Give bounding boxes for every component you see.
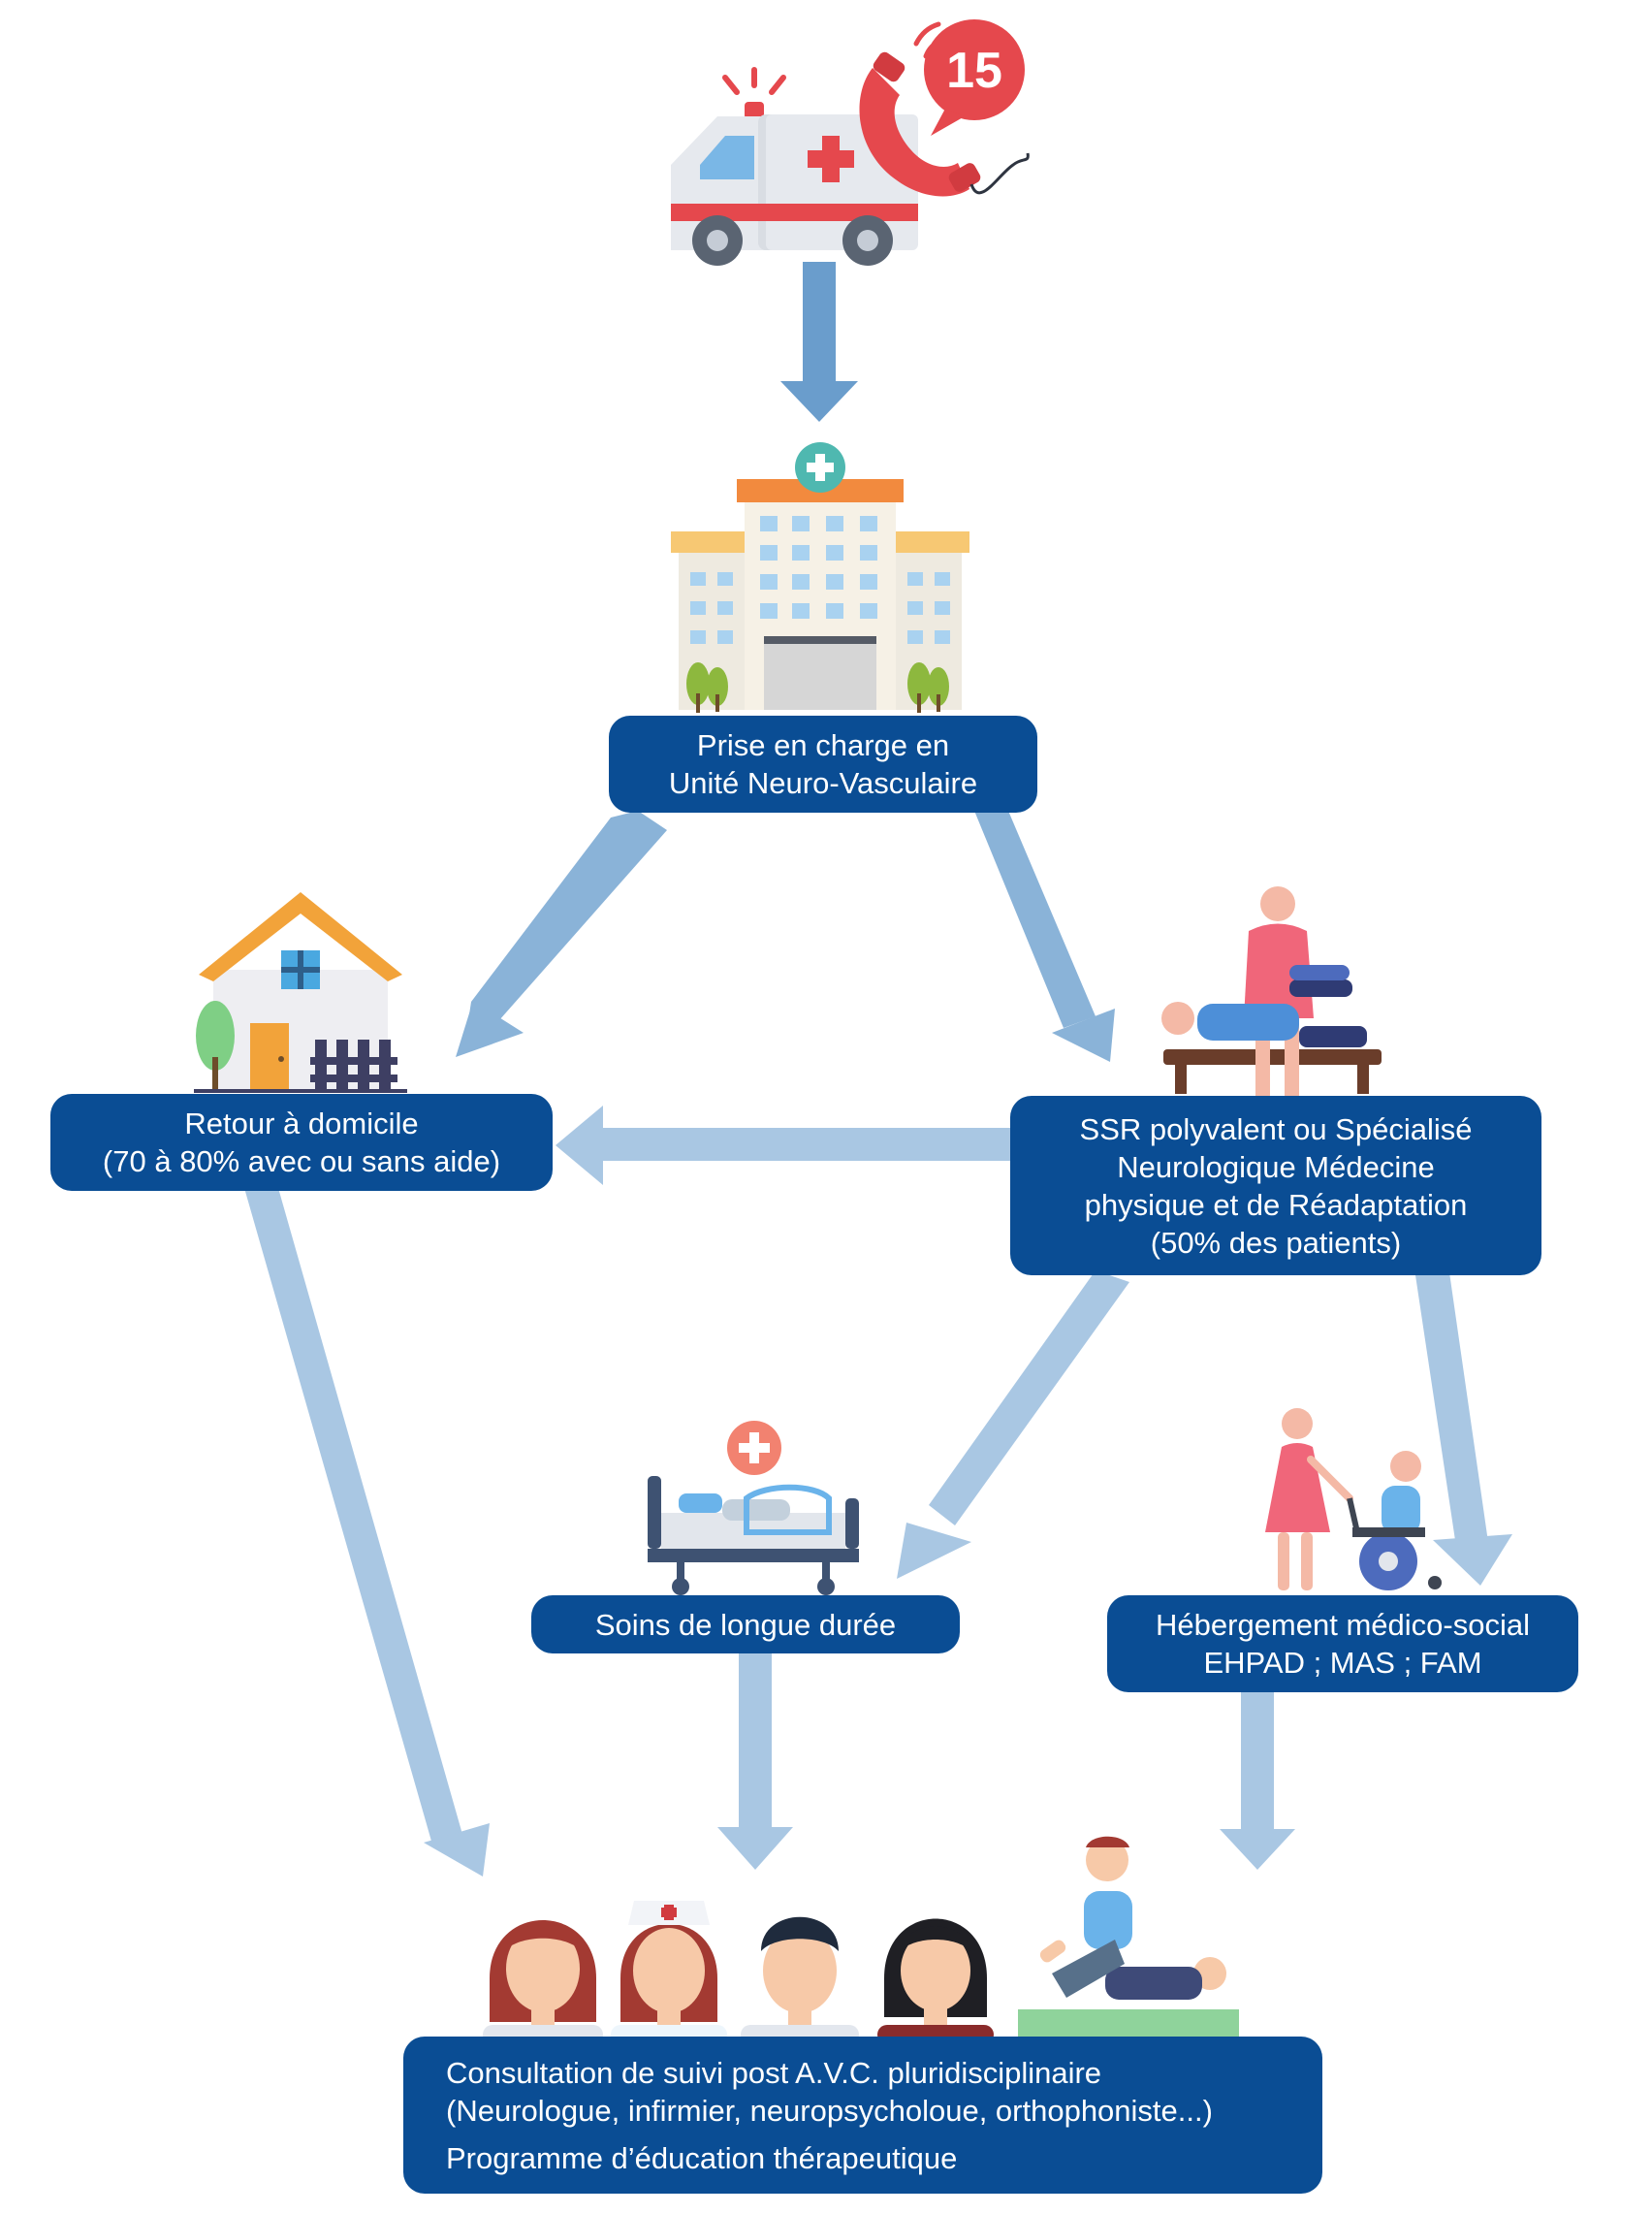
arrow-ssr-to-housing — [1415, 1272, 1512, 1586]
housing-line-1: Hébergement médico-social — [1156, 1608, 1530, 1642]
neuropsychologist-icon — [741, 1916, 859, 2044]
speech-therapist-icon — [877, 1918, 994, 2044]
home-line-1: Retour à domicile — [184, 1107, 419, 1140]
arrow-unv-to-ssr — [974, 811, 1115, 1062]
house-icon — [194, 892, 407, 1093]
emergency-number-badge: 15 — [924, 19, 1025, 136]
arrow-housing-to-followup — [1220, 1685, 1295, 1870]
long-term-care-box: Soins de longue durée — [531, 1595, 960, 1653]
followup-line-2: (Neurologue, infirmier, neuropsycholoue,… — [446, 2093, 1213, 2128]
arrow-longterm-to-followup — [717, 1647, 793, 1870]
emergency-number: 15 — [946, 43, 1002, 99]
physiotherapy-icon — [1161, 886, 1382, 1101]
followup-box: Consultation de suivi post A.V.C. plurid… — [403, 2037, 1322, 2194]
arrow-unv-to-home — [456, 811, 667, 1057]
arrow-ssr-to-home — [556, 1106, 1013, 1185]
home-box: Retour à domicile (70 à 80% avec ou sans… — [50, 1094, 553, 1191]
arrow-ssr-to-longterm — [897, 1270, 1129, 1579]
hospital-bed-icon — [648, 1421, 859, 1595]
ssr-line-3: physique et de Réadaptation — [1084, 1187, 1468, 1222]
physiotherapist-patient-icon — [1018, 1836, 1239, 2044]
ssr-line-4: (50% des patients) — [1150, 1225, 1402, 1260]
housing-line-2: EHPAD ; MAS ; FAM — [1203, 1646, 1482, 1680]
followup-line-1: Consultation de suivi post A.V.C. plurid… — [446, 2055, 1102, 2090]
long-term-care-line-1: Soins de longue durée — [594, 1607, 897, 1642]
doctor-icon — [483, 1920, 603, 2046]
caregiver-wheelchair-icon — [1265, 1408, 1442, 1590]
arrow-ambulance-to-hospital — [780, 262, 858, 422]
arrows — [244, 262, 1512, 1877]
followup-extra: Programme d’éducation thérapeutique — [446, 2140, 958, 2175]
medical-team-icon — [483, 1836, 1239, 2046]
ssr-line-1: SSR polyvalent ou Spécialisé — [1079, 1111, 1473, 1146]
home-line-2: (70 à 80% avec ou sans aide) — [102, 1144, 501, 1178]
unv-line-2: Unité Neuro-Vasculaire — [668, 766, 978, 800]
unv-box: Prise en charge en Unité Neuro-Vasculair… — [609, 716, 1037, 813]
nurse-icon — [611, 1901, 727, 2044]
housing-box: Hébergement médico-social EHPAD ; MAS ; … — [1107, 1595, 1578, 1692]
arrow-home-to-followup — [244, 1188, 490, 1877]
hospital-icon — [671, 442, 969, 713]
unv-line-1: Prise en charge en — [696, 728, 950, 762]
ssr-line-2: Neurologique Médecine — [1117, 1149, 1435, 1184]
ssr-box: SSR polyvalent ou Spécialisé Neurologiqu… — [1010, 1096, 1541, 1275]
